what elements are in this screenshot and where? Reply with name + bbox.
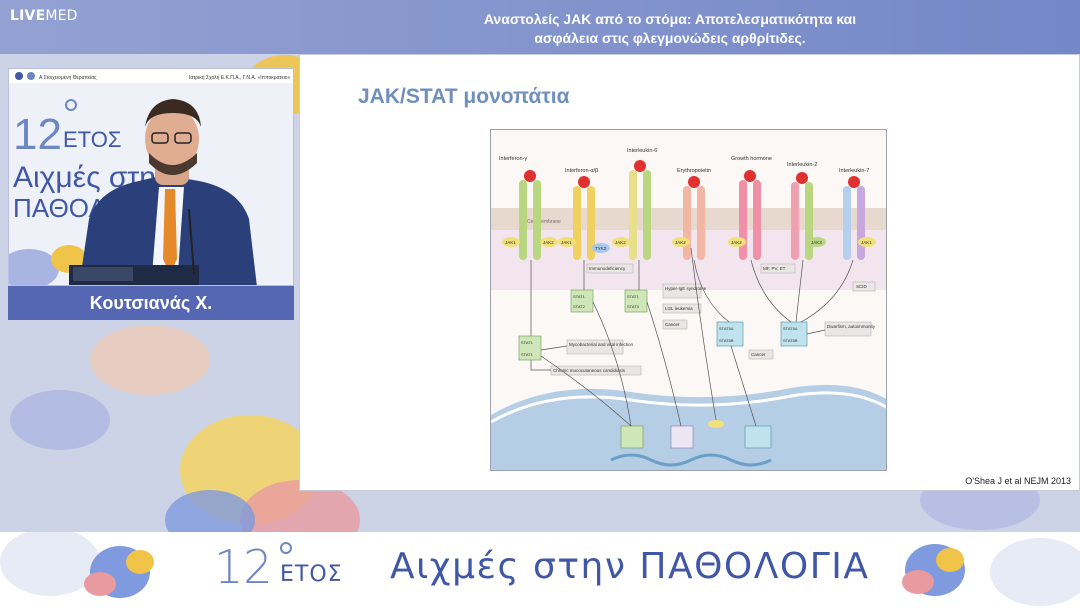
kinase-label-2: JAK2 [543,240,554,245]
label-cell-membrane: Cell membrane [527,219,561,225]
kinase-blobs [502,237,876,253]
speaker-name-bar: Κουτσιανάς Χ. [8,286,294,320]
talk-title-line-2: ασφάλεια στις φλεγμονώδεις αρθρίτιδες. [534,30,806,46]
banner-degree-ring [280,542,292,554]
stat-label-10: STAT5B [783,338,798,343]
label-scid: SCID [856,284,868,289]
stat-label-9: STAT5A [783,326,798,331]
stat-label-3: STAT1 [627,294,640,299]
speaker-name: Κουτσιανάς Χ. [89,292,213,313]
label-hyper-ige: Hyper-IgE syndrome [665,286,707,291]
receptor-label-3: Interleukin-6 [627,148,657,154]
bottom-banner: 12 ΕΤΟΣ Αιχμές στην ΠΑΘΟΛΟΓΙΑ [0,532,1080,608]
speaker-scene: Α Στοιχειομένη Θεραπείας Ιατρική Σχολή Ε… [9,69,293,285]
stat-label-5: STAT1 [521,340,534,345]
label-lgl-leukemia: LGL leukemia [665,306,693,311]
pathway-arrows [530,247,854,427]
label-immunodeficiency: Immunodeficiency [589,266,626,271]
stat-label-8: STAT5B [719,338,734,343]
receptor-label-1: Interferon-γ [499,156,527,162]
label-cmc: Chronic mucocutaneous candidiasis [553,368,626,373]
label-mycobacterial: Mycobacterial and viral infection [569,342,634,347]
pathway-diagram: Cell membrane Interferon-γ Interferon-α/… [491,130,886,470]
presentation-slide: JAK/STAT μονοπάτια Cell membrane Interfe… [299,54,1080,491]
stat-label-4: STAT3 [627,304,640,309]
label-cancer-2: Cancer [751,352,766,357]
speaker-video-feed: Α Στοιχειομένη Θεραπείας Ιατρική Σχολή Ε… [8,68,294,286]
label-mpn: MF, PV, ET [763,266,786,271]
stat-label-1: STAT1 [573,294,586,299]
talk-title-line-1: Αναστολείς JAK από το στόμα: Αποτελεσματ… [483,11,857,27]
kinase-label-4: JAK1 [561,240,572,245]
banner-title: Αιχμές στην ΠΑΘΟΛΟΓΙΑ [390,546,870,587]
kinase-label-6: JAK2 [675,240,686,245]
banner-decoration [0,532,1080,606]
backdrop-org-right: Ιατρική Σχολή Ε.Κ.Π.Α., Γ.Ν.Α. «Ιπποκράτ… [189,74,291,81]
talk-title: Αναστολείς JAK από το στόμα: Αποτελεσματ… [470,10,870,48]
banner-year-number: 12 [214,540,273,594]
kinase-label-1: JAK1 [505,240,516,245]
receptor-label-7: Interleukin-7 [839,168,869,174]
kinase-label-9: JAK1 [861,240,872,245]
livemed-logo: LIVEMED [10,8,78,24]
label-dwarfism: Dwarfism, autoimmunity [827,324,876,329]
label-cancer-1: Cancer [665,322,680,327]
kinase-label-7: JAK2 [731,240,742,245]
backdrop-year-number: 12 [13,110,62,159]
slide-title: JAK/STAT μονοπάτια [358,85,570,108]
receptor-label-5: Growth hormone [731,156,772,162]
banner-year-word: ΕΤΟΣ [280,562,343,587]
stat-label-6: STAT1 [521,352,534,357]
stat-label-7: STAT5A [719,326,734,331]
kinase-label-5: JAK2 [615,240,626,245]
jak-stat-pathway-figure: Cell membrane Interferon-γ Interferon-α/… [490,129,887,471]
receptor-label-6: Interleukin-2 [787,162,817,168]
slide-citation: O'Shea J et al NEJM 2013 [965,476,1071,486]
stat-dimers [518,289,808,449]
receptor-label-2: Interferon-α/β [565,168,598,174]
backdrop-org-left: Α Στοιχειομένη Θεραπείας [39,74,97,81]
kinase-label-3: TYK2 [595,246,607,251]
backdrop-year-word: ΕΤΟΣ [63,127,121,152]
kinase-label-8: JAK3 [811,240,822,245]
stat-label-2: STAT2 [573,304,586,309]
receptor-label-4: Erythropoietin [677,168,711,174]
